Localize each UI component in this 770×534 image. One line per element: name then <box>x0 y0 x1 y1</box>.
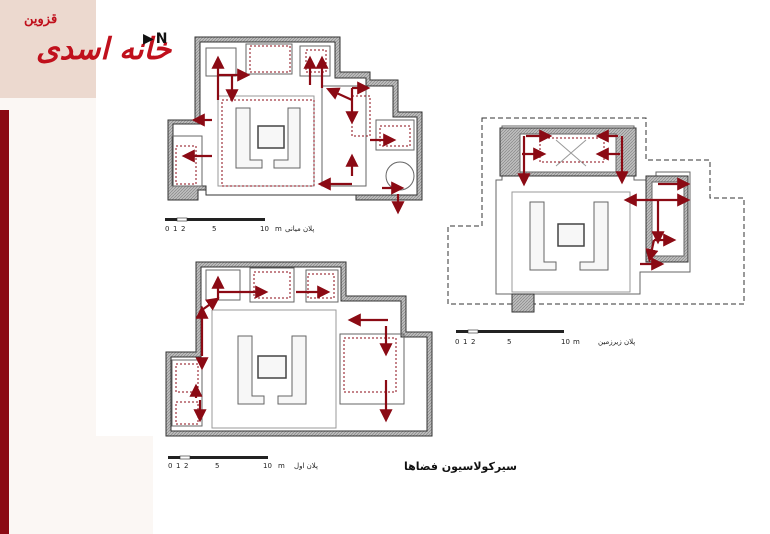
page-title: خانه اسدی <box>36 32 172 67</box>
scale-tick-label: 10 <box>263 462 272 470</box>
plan-label: پلان اول <box>294 462 318 470</box>
diagram-caption: سیرکولاسیون فضاها <box>404 460 517 473</box>
scale-tick-label: 1 <box>463 338 467 346</box>
scale-tick-label: 5 <box>212 225 216 233</box>
city-label: قزوین <box>24 12 58 27</box>
scale-tick-label: 10 <box>260 225 269 233</box>
plan-middle <box>165 36 423 222</box>
scale-tick-label: 0 <box>455 338 459 346</box>
accent-bar <box>0 110 9 534</box>
arrow-right-icon: ▶ <box>143 31 154 47</box>
plan-label: پلان میانی <box>285 225 314 233</box>
scale-tick-label: 5 <box>507 338 511 346</box>
scale-tick-label: 2 <box>184 462 188 470</box>
scale-tick-label: 2 <box>471 338 475 346</box>
scale-tick-label: m <box>573 338 580 346</box>
plan-label: پلان زیرزمین <box>598 338 635 346</box>
scale-tick-label: 5 <box>215 462 219 470</box>
north-indicator: ▶N <box>143 31 168 47</box>
scale-tick-label: m <box>275 225 282 233</box>
side-panel-inner <box>96 98 153 436</box>
scale-tick-label: 0 <box>165 225 169 233</box>
plan-basement <box>447 117 745 334</box>
scale-tick-label: m <box>278 462 285 470</box>
scale-tick-label: 1 <box>173 225 177 233</box>
scale-tick-label: 10 <box>561 338 570 346</box>
title-panel <box>0 0 96 98</box>
north-label: N <box>155 31 168 47</box>
scale-tick-label: 0 <box>168 462 172 470</box>
plan-ground <box>165 261 433 460</box>
scale-tick-label: 2 <box>181 225 185 233</box>
scale-tick-label: 1 <box>176 462 180 470</box>
